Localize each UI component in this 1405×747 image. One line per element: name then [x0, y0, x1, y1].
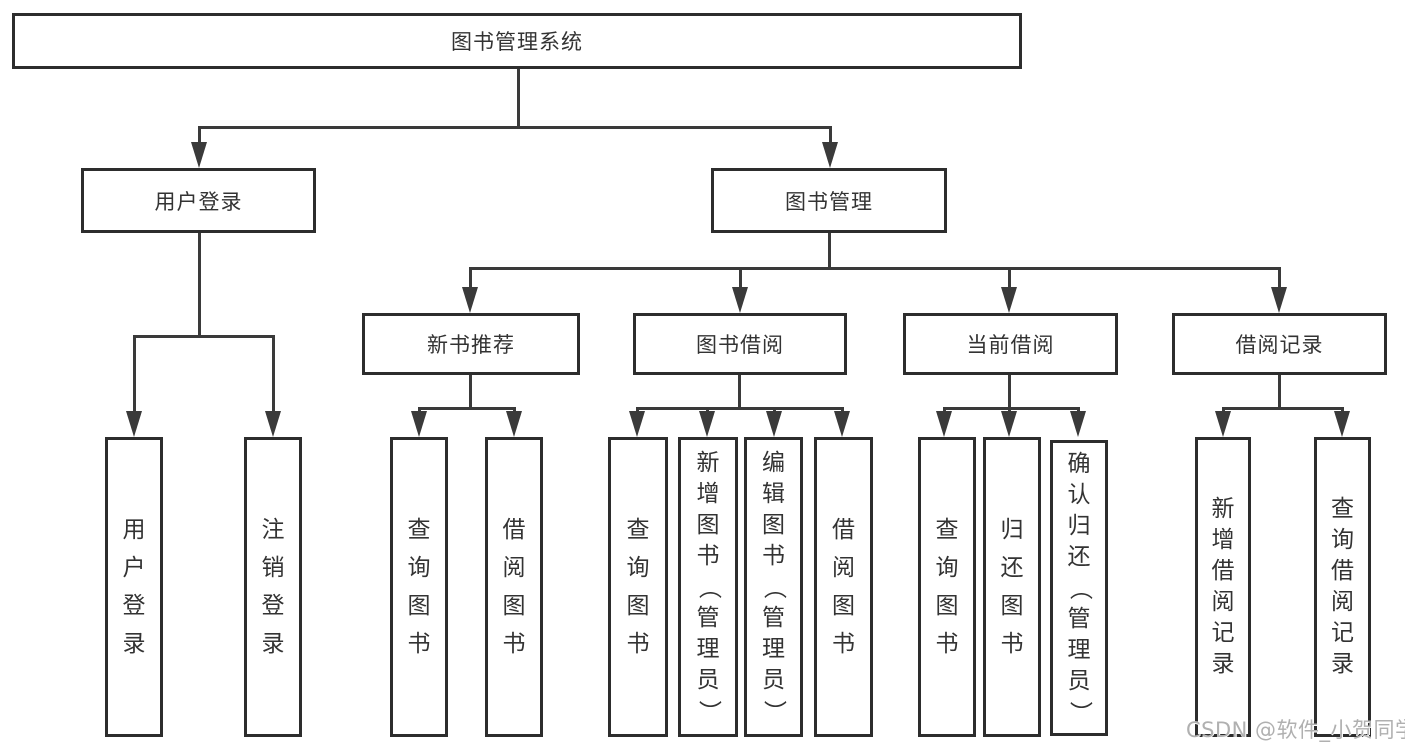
node-label: 归还图书 [1000, 517, 1024, 657]
arrowhead-icon [629, 411, 645, 437]
arrowhead-icon [1001, 287, 1017, 313]
connector-drop [828, 126, 832, 144]
node-leaf-rec-add: 新增借阅记录 [1195, 437, 1251, 737]
connector-stem [827, 233, 831, 267]
node-leaf-cb-return: 归还图书 [983, 437, 1041, 737]
node-leaf-cb-confirm: 确认归还（管理员） [1050, 440, 1108, 736]
connector-drop [1007, 407, 1011, 413]
node-label: 查询图书 [407, 517, 431, 657]
arrowhead-icon [834, 411, 850, 437]
connector-stem [516, 69, 520, 126]
node-label: 当前借阅 [966, 333, 1055, 357]
arrowhead-icon [699, 411, 715, 437]
node-leaf-user-login: 用户登录 [105, 437, 163, 737]
connector-bar [468, 267, 1281, 270]
arrowhead-icon [1215, 411, 1231, 437]
node-label: 用户登录 [122, 517, 146, 657]
arrowhead-icon [732, 287, 748, 313]
connector-drop [512, 407, 516, 413]
node-leaf-nb-borrow: 借阅图书 [485, 437, 543, 737]
node-label: 借阅记录 [1235, 333, 1324, 357]
connector-drop [705, 407, 709, 413]
node-leaf-logout: 注销登录 [244, 437, 302, 737]
node-new-books: 新书推荐 [362, 313, 580, 375]
node-label: 查询图书 [935, 517, 959, 657]
arrowhead-icon [1070, 411, 1086, 437]
connector-drop [1007, 267, 1011, 289]
arrowhead-icon [191, 142, 207, 168]
node-label: 图书管理 [785, 189, 873, 214]
connector-drop [635, 407, 639, 413]
arrowhead-icon [462, 287, 478, 313]
connector-drop [271, 335, 275, 413]
node-label: 查询借阅记录 [1331, 496, 1354, 677]
node-label: 借阅图书 [502, 517, 526, 657]
node-label: 新增图书（管理员） [695, 449, 722, 723]
node-label: 新书推荐 [427, 333, 515, 357]
arrowhead-icon [126, 411, 142, 437]
node-leaf-bb-query: 查询图书 [608, 437, 668, 737]
node-user-login: 用户登录 [81, 168, 316, 233]
node-label: 查询图书 [626, 517, 650, 657]
connector-drop [772, 407, 776, 413]
arrowhead-icon [411, 411, 427, 437]
node-book-mgmt: 图书管理 [711, 168, 947, 233]
connector-drop [1076, 407, 1080, 413]
connector-drop [942, 407, 946, 413]
connector-bar [635, 407, 844, 410]
arrowhead-icon [936, 411, 952, 437]
connector-stem [1277, 375, 1281, 407]
node-label: 借阅图书 [832, 517, 855, 657]
node-leaf-cb-query: 查询图书 [918, 437, 976, 737]
node-leaf-rec-query: 查询借阅记录 [1314, 437, 1371, 737]
node-current-borrow: 当前借阅 [903, 313, 1118, 375]
connector-bar [1221, 407, 1344, 410]
node-leaf-bb-add: 新增图书（管理员） [678, 437, 738, 737]
arrowhead-icon [1271, 287, 1287, 313]
connector-stem [468, 375, 472, 407]
connector-bar [132, 335, 275, 338]
connector-drop [1221, 407, 1225, 413]
connector-drop [417, 407, 421, 413]
connector-stem [197, 233, 201, 335]
connector-drop [1340, 407, 1344, 413]
connector-drop [132, 335, 136, 413]
node-label: 编辑图书（管理员） [761, 449, 787, 723]
arrowhead-icon [766, 411, 782, 437]
node-book-borrow: 图书借阅 [633, 313, 847, 375]
watermark: CSDN @软件_小贺同学 [1186, 718, 1405, 742]
connector-stem [737, 375, 741, 407]
node-leaf-bb-borrow: 借阅图书 [814, 437, 873, 737]
connector-stem [1007, 375, 1011, 407]
arrowhead-icon [1334, 411, 1350, 437]
arrowhead-icon [1001, 411, 1017, 437]
connector-drop [1277, 267, 1281, 289]
node-leaf-bb-edit: 编辑图书（管理员） [744, 437, 803, 737]
connector-bar [197, 126, 832, 129]
connector-drop [197, 126, 201, 144]
arrowhead-icon [506, 411, 522, 437]
connector-drop [468, 267, 472, 289]
node-label: 注销登录 [261, 517, 285, 657]
node-label: 新增借阅记录 [1211, 496, 1235, 677]
node-root: 图书管理系统 [12, 13, 1022, 69]
connector-drop [738, 267, 742, 289]
node-borrow-records: 借阅记录 [1172, 313, 1387, 375]
node-leaf-nb-query: 查询图书 [390, 437, 448, 737]
node-label: 确认归还（管理员） [1066, 450, 1093, 724]
node-label: 图书借阅 [696, 333, 784, 357]
connector-bar [942, 407, 1080, 410]
node-label: 用户登录 [154, 189, 243, 214]
arrowhead-icon [265, 411, 281, 437]
arrowhead-icon [822, 142, 838, 168]
connector-drop [840, 407, 844, 413]
connector-bar [417, 407, 516, 410]
node-label: 图书管理系统 [451, 30, 583, 54]
